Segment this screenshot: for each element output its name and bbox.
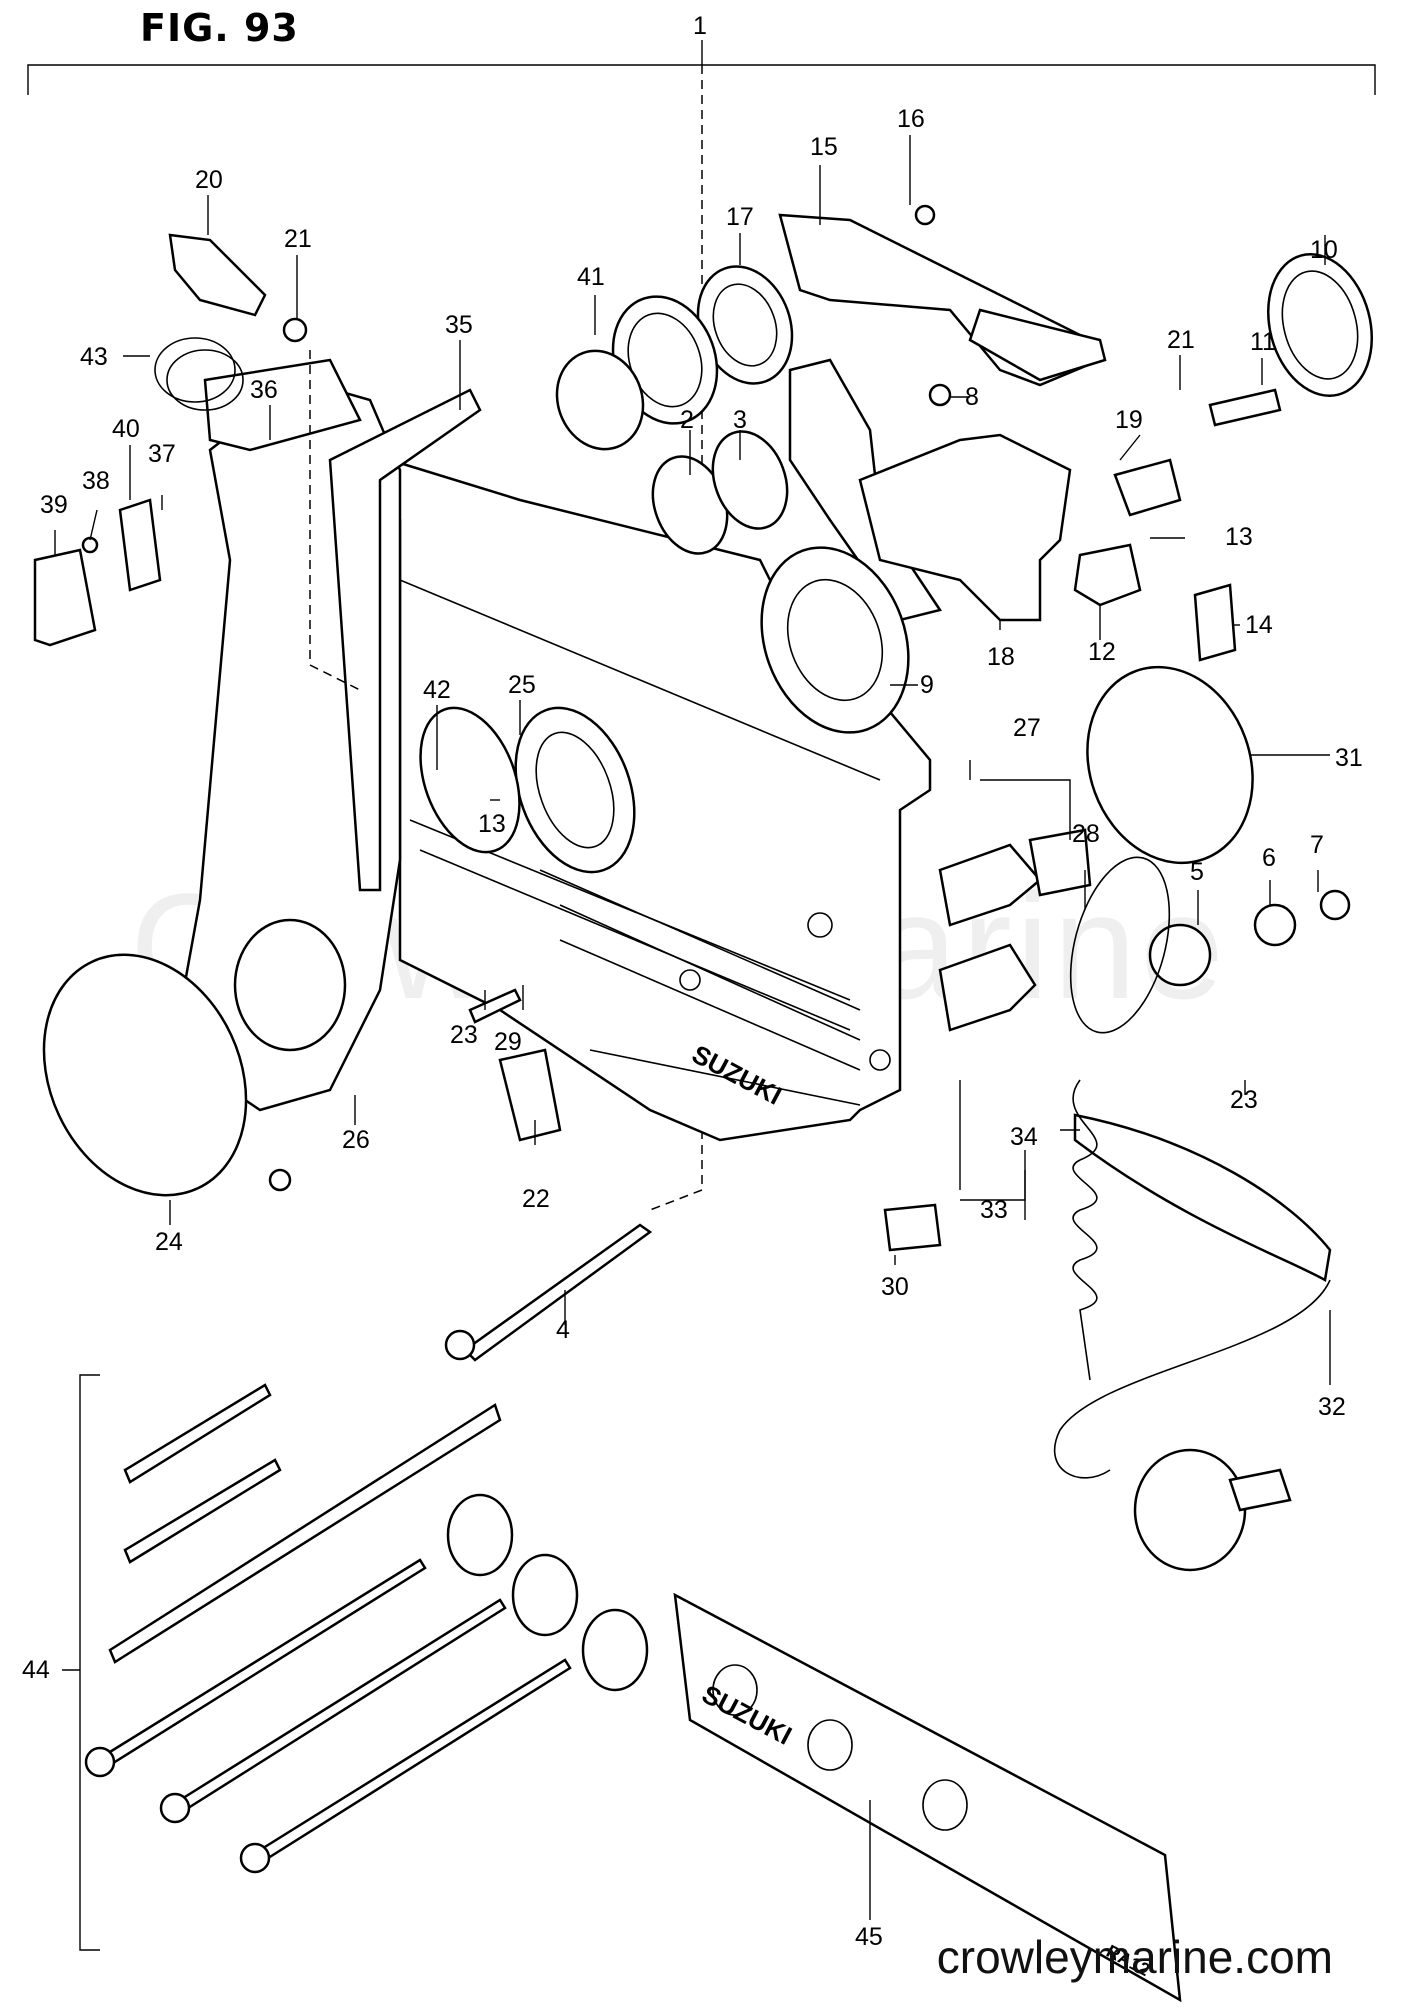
control-lever bbox=[178, 358, 482, 1112]
figure-title: FIG. 93 bbox=[140, 6, 299, 50]
callout-33: 33 bbox=[980, 1196, 1008, 1224]
callout-6: 6 bbox=[1262, 844, 1276, 872]
gear-cam-assembly bbox=[268, 706, 636, 1192]
callout-2: 2 bbox=[680, 406, 694, 434]
callout-20: 20 bbox=[195, 166, 223, 194]
callout-9: 9 bbox=[920, 671, 934, 699]
callout-24: 24 bbox=[155, 1228, 183, 1256]
callout-11: 11 bbox=[1250, 328, 1276, 356]
lever-cover bbox=[42, 953, 248, 1197]
callout-15: 15 bbox=[810, 133, 838, 161]
callout-21-left: 21 bbox=[284, 225, 312, 253]
callout-41: 41 bbox=[577, 263, 605, 291]
callout-28: 28 bbox=[1072, 820, 1100, 848]
callout-36: 36 bbox=[250, 376, 278, 404]
callout-37: 37 bbox=[148, 440, 176, 468]
callout-12: 12 bbox=[1088, 638, 1116, 666]
callout-13-right: 13 bbox=[1225, 523, 1253, 551]
callout-23-left: 23 bbox=[450, 1021, 478, 1049]
callout-42: 42 bbox=[423, 676, 451, 704]
callout-14: 14 bbox=[1245, 611, 1273, 639]
callout-43: 43 bbox=[80, 343, 108, 371]
callout-4: 4 bbox=[556, 1316, 570, 1344]
callout-25: 25 bbox=[508, 671, 536, 699]
callout-35: 35 bbox=[445, 311, 473, 339]
callout-44: 44 bbox=[22, 1656, 50, 1684]
callout-7: 7 bbox=[1310, 831, 1324, 859]
callout-29: 29 bbox=[494, 1028, 522, 1056]
callout-34: 34 bbox=[1010, 1123, 1038, 1151]
leader-lines bbox=[54, 135, 1331, 1920]
callout-30: 30 bbox=[881, 1273, 909, 1301]
left-small-parts bbox=[33, 233, 361, 691]
callout-22: 22 bbox=[522, 1185, 550, 1213]
linkage-plates bbox=[760, 358, 1072, 734]
callout-19: 19 bbox=[1115, 406, 1143, 434]
right-small-parts bbox=[914, 204, 1374, 987]
callout-23-right: 23 bbox=[1230, 1086, 1258, 1114]
callout-10: 10 bbox=[1310, 236, 1338, 264]
callout-21-right: 21 bbox=[1167, 326, 1195, 354]
callout-32: 32 bbox=[1318, 1393, 1346, 1421]
website-url: crowleymarine.com bbox=[936, 1931, 1333, 1983]
callout-3: 3 bbox=[733, 406, 747, 434]
callout-labels: 1 2 3 4 5 6 7 8 9 10 11 12 13 13 14 15 1… bbox=[22, 12, 1363, 1951]
callout-27: 27 bbox=[1013, 714, 1041, 742]
hardware-kit bbox=[79, 1374, 649, 1951]
callout-16: 16 bbox=[897, 105, 925, 133]
callout-8: 8 bbox=[965, 383, 979, 411]
misc-screws bbox=[444, 988, 653, 1362]
callout-17: 17 bbox=[726, 203, 754, 231]
switches-harness bbox=[883, 828, 1332, 1572]
callout-5: 5 bbox=[1190, 858, 1204, 886]
callout-31: 31 bbox=[1335, 744, 1363, 772]
callout-38: 38 bbox=[82, 467, 110, 495]
upper-brackets bbox=[555, 213, 1107, 555]
callout-45: 45 bbox=[855, 1923, 883, 1951]
assembly-bracket bbox=[27, 40, 1376, 1211]
callout-26: 26 bbox=[342, 1126, 370, 1154]
callout-39: 39 bbox=[40, 491, 68, 519]
callout-18: 18 bbox=[987, 643, 1015, 671]
callout-13-left: 13 bbox=[478, 810, 506, 838]
callout-1: 1 bbox=[693, 12, 707, 40]
callout-40: 40 bbox=[112, 415, 140, 443]
